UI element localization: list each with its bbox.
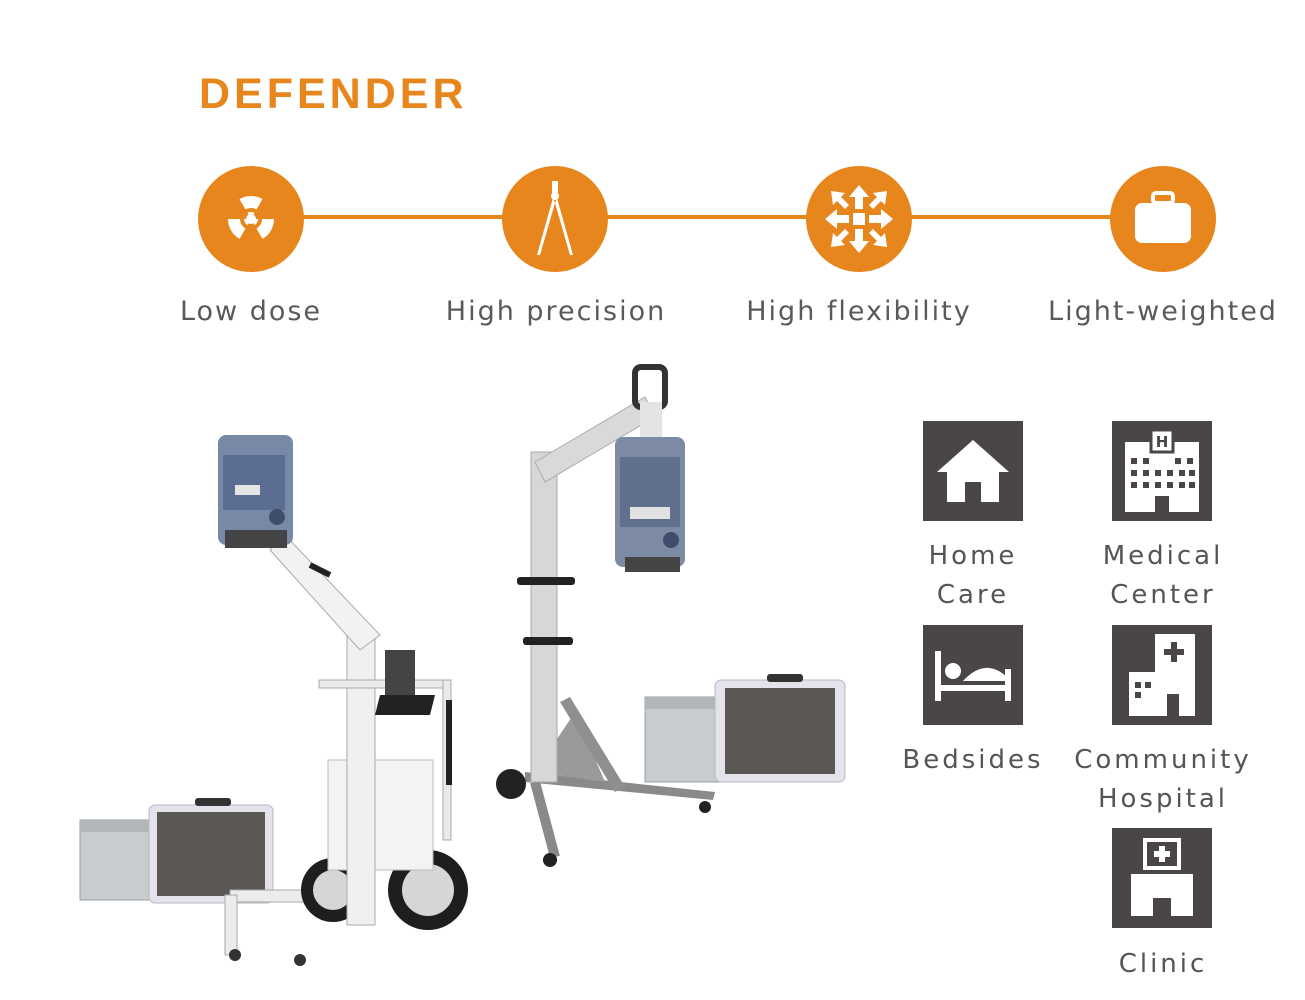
usage-label-line1: Community — [1074, 745, 1252, 775]
usage-tile-medical-center: H — [1112, 421, 1212, 521]
brand-title: DEFENDER — [199, 70, 468, 118]
usage-label-line2: Care — [936, 580, 1010, 610]
feature-timeline-line — [250, 215, 1162, 219]
usage-tile-clinic — [1112, 828, 1212, 928]
suitcase-icon — [1135, 191, 1191, 243]
usage-label-line2: Center — [1110, 580, 1216, 610]
bed-icon — [935, 651, 1011, 701]
feature-circle-high-precision — [502, 166, 608, 272]
feature-circle-light-weighted — [1110, 166, 1216, 272]
house-icon — [937, 440, 1009, 502]
usage-label-line1: Bedsides — [902, 745, 1044, 775]
feature-circle-high-flexibility — [806, 166, 912, 272]
mobile-xray-stand-image — [496, 364, 846, 867]
medical-center-building-icon: H — [1125, 428, 1199, 512]
feature-circle-low-dose — [198, 166, 304, 272]
usage-label-medical-center: Medical Center — [1053, 537, 1273, 615]
move-arrows-icon — [825, 185, 893, 253]
usage-tile-community-hospital — [1112, 625, 1212, 725]
usage-label-line2: Hospital — [1097, 784, 1229, 814]
usage-tile-bedsides — [923, 625, 1023, 725]
feature-label-high-precision: High precision — [445, 296, 667, 327]
usage-label-bedsides: Bedsides — [863, 741, 1083, 780]
usage-label-home-care: Home Care — [863, 537, 1083, 615]
usage-label-community-hospital: Community Hospital — [1053, 741, 1273, 819]
usage-label-line1: Medical — [1102, 541, 1224, 571]
radiation-icon — [228, 196, 274, 239]
usage-label-clinic: Clinic — [1053, 945, 1273, 984]
usage-label-line1: Home — [928, 541, 1018, 571]
feature-label-low-dose: Low dose — [179, 296, 323, 327]
mobile-xray-unit-image — [79, 435, 468, 966]
feature-label-light-weighted: Light-weighted — [1048, 296, 1278, 327]
feature-label-high-flexibility: High flexibility — [746, 296, 972, 327]
usage-tile-home-care — [923, 421, 1023, 521]
usage-label-line1: Clinic — [1118, 949, 1208, 979]
clinic-icon — [1131, 838, 1193, 916]
compass-icon — [537, 181, 573, 255]
hospital-building-icon — [1129, 634, 1195, 716]
svg-text:H: H — [1156, 433, 1169, 451]
